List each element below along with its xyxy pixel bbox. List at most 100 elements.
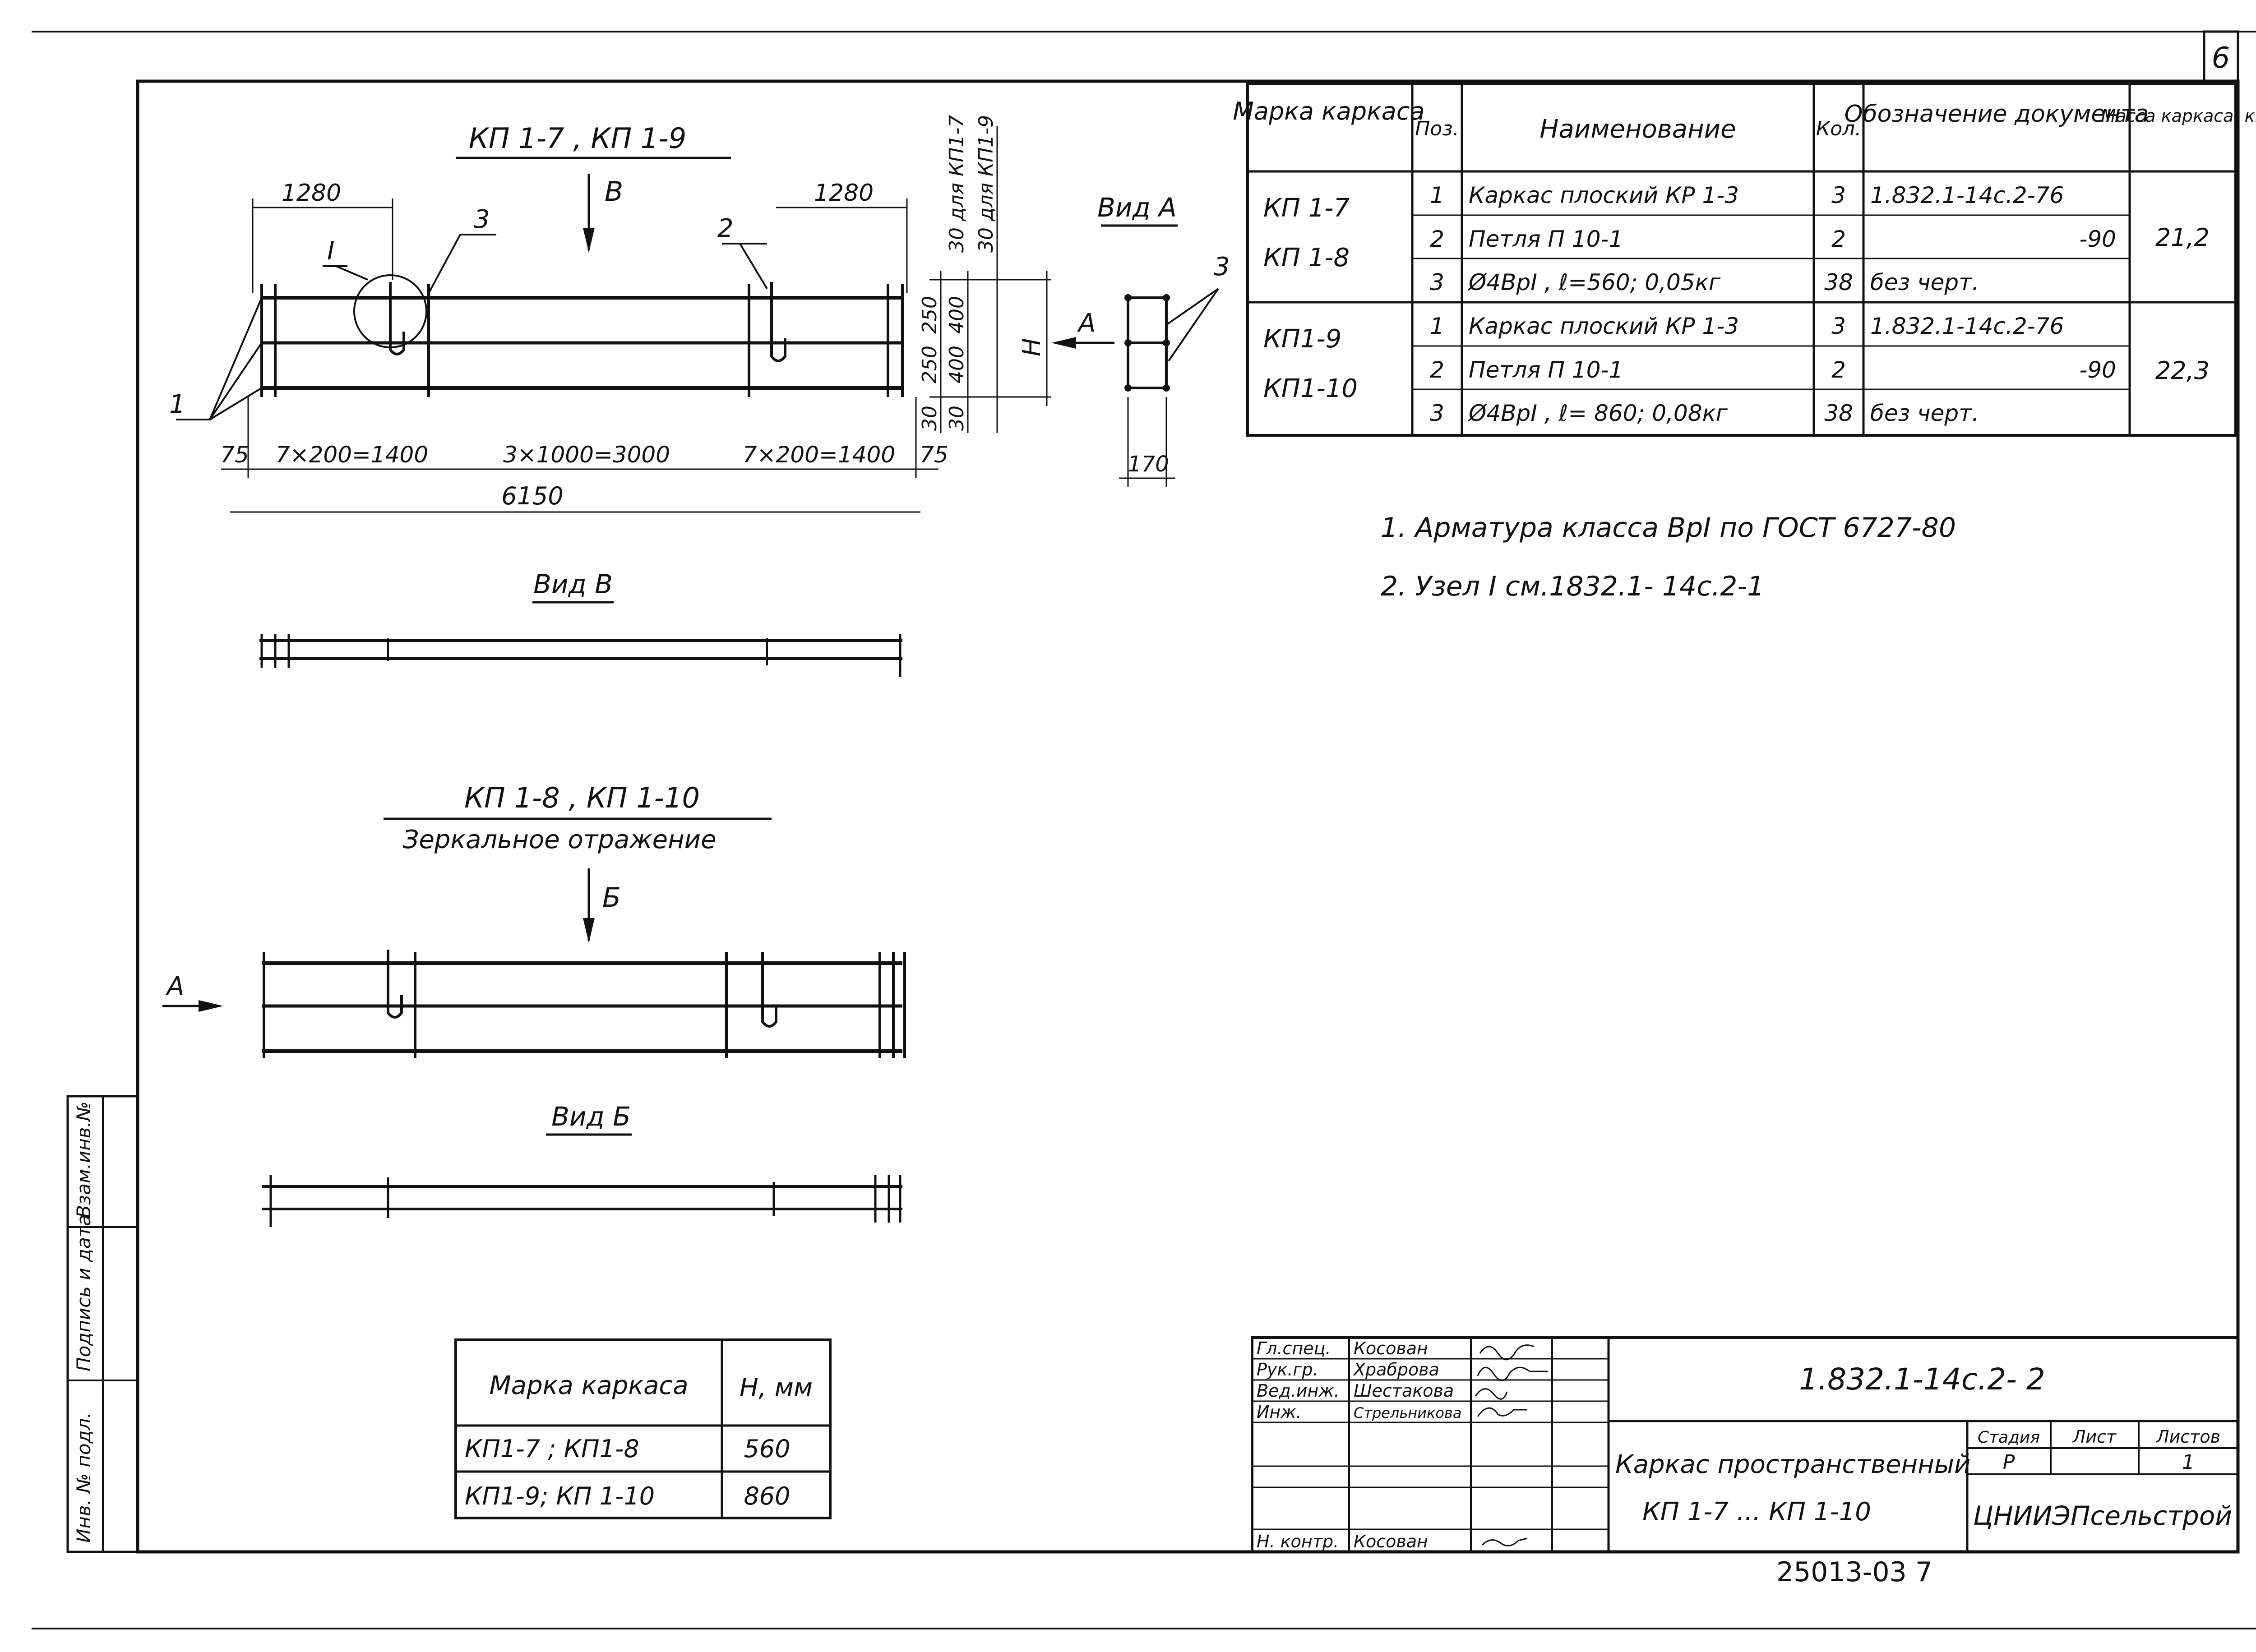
spec-table: Марка каркаса Поз. Наименование Кол. Обо… (1233, 82, 2256, 437)
svg-text:38: 38 (1824, 269, 1853, 295)
vdim-30-kp19: 30 для КП1-9 (975, 115, 998, 253)
spec-g2-r1-name: Каркас плоский КР 1-3 (1469, 313, 1739, 339)
callout-3: 3 (474, 205, 490, 234)
loop-right (770, 282, 786, 362)
view-a-arrow-label: А (1077, 309, 1096, 338)
h-table-r2-mark: КП1-9; КП 1-10 (465, 1482, 655, 1510)
drawing-kp17-kp19: КП 1-7 , КП 1-9 В I 3 2 1 (169, 115, 1051, 513)
spec-header-qty: Кол. (1816, 117, 1861, 140)
dim-75-left: 75 (220, 442, 249, 468)
node-circle-i (353, 274, 427, 348)
tb-name-5: Косован (1354, 1532, 1428, 1551)
spec-g2-r2-name: Петля П 10-1 (1469, 357, 1623, 383)
h-table-header-mark: Марка каркаса (489, 1371, 688, 1400)
title-block: Гл.спец. Рук.гр. Вед.инж. Инж. Н. контр.… (1251, 1336, 2239, 1553)
spec-header-mark: Марка каркаса (1233, 97, 1424, 125)
spec-g1-mark-a: КП 1-7 (1263, 194, 1350, 223)
view-arrow-b (583, 228, 595, 253)
stamp-sign-date: Подпись и дата (73, 1214, 95, 1371)
svg-text:-90: -90 (2079, 357, 2116, 383)
drawing2-subtitle: Зеркальное отражение (402, 825, 716, 854)
spec-g1-r2-name: Петля П 10-1 (1469, 226, 1623, 252)
spec-header-doc: Обозначение документа (1845, 101, 2149, 128)
spec-g1-mass: 21,2 (2155, 223, 2210, 252)
svg-text:1: 1 (1430, 182, 1444, 208)
tb-name-2: Храброва (1353, 1360, 1439, 1380)
tb-name-4: Стрельникова (1354, 1404, 1461, 1421)
sheet-number: 6 (2212, 42, 2230, 75)
loop-left (389, 282, 405, 355)
tb-title-2: КП 1-7 ... КП 1-10 (1642, 1497, 1871, 1527)
svg-text:3: 3 (1430, 400, 1444, 426)
vdim-250-a: 250 (918, 346, 941, 383)
svg-text:1.832.1-14с.2-76: 1.832.1-14с.2-76 (1870, 182, 2064, 208)
view-a-width: 170 (1128, 452, 1169, 477)
vdim-30: 30 (945, 406, 968, 431)
drawing1-title: КП 1-7 , КП 1-9 (469, 122, 686, 155)
svg-text:38: 38 (1824, 400, 1853, 426)
spec-g2-mark-b: КП1-10 (1263, 374, 1358, 403)
svg-text:без черт.: без черт. (1870, 400, 1979, 426)
h-table: Марка каркаса Н, мм КП1-7 ; КП1-8 560 КП… (454, 1338, 832, 1519)
view-arrow-b2-label: Б (602, 882, 621, 914)
svg-text:1: 1 (1430, 313, 1444, 339)
dim-top-left: 1280 (282, 180, 341, 207)
h-table-header-h: Н, мм (740, 1373, 813, 1403)
view-a-label: Вид А (1097, 192, 1177, 223)
dim-75-right: 75 (920, 442, 948, 468)
drawing-frame (136, 79, 2240, 1554)
tb-role-4: Инж. (1257, 1402, 1302, 1422)
spec-header-pos: Поз. (1415, 117, 1459, 140)
vdim-h: Н (1017, 338, 1046, 356)
h-table-r2-h: 860 (744, 1482, 790, 1510)
callout-1: 1 (169, 390, 185, 419)
svg-text:2: 2 (1831, 226, 1846, 252)
vdim-30-bottom: 30 (918, 406, 941, 431)
drawing2-title: КП 1-8 , КП 1-10 (464, 781, 700, 814)
view-b2: Вид Б (262, 1101, 902, 1227)
tb-code: 1.832.1-14с.2- 2 (1799, 1362, 2045, 1397)
side-stamp: Инв. № подл. Подпись и дата Взам.инв.№ (66, 1095, 139, 1553)
spec-g1-r3-name: Ø4ВрI , ℓ=560; 0,05кг (1468, 269, 1721, 295)
dim-3x1000: 3×1000=3000 (503, 442, 670, 468)
view-a-callout: 3 (1214, 252, 1230, 281)
tb-org: ЦНИИЭПсельстрой (1973, 1500, 2232, 1531)
dim-top-right: 1280 (814, 180, 874, 207)
side-arrow-a-label: А (166, 972, 184, 1001)
tb-stage-header: Стадия (1978, 1428, 2040, 1447)
callout-2: 2 (717, 214, 734, 243)
tb-role-3: Вед.инж. (1257, 1381, 1340, 1401)
vdim-400-a: 400 (945, 346, 968, 383)
footer-code: 25013-03 7 (1776, 1556, 1932, 1588)
sheet-number-box (2203, 30, 2239, 83)
tb-sheet-header: Лист (2072, 1427, 2117, 1447)
tb-stage: Р (2003, 1451, 2015, 1474)
drawing-kp18-kp110: КП 1-8 , КП 1-10 Зеркальное отражение Б … (162, 781, 906, 1058)
tb-sheets: 1 (2182, 1451, 2195, 1474)
spec-header-name: Наименование (1539, 115, 1736, 144)
view-b-top: Вид В (259, 569, 902, 677)
svg-text:3: 3 (1831, 313, 1846, 339)
side-arrow-a (199, 1000, 223, 1012)
dim-total: 6150 (501, 482, 563, 510)
view-arrow-b-label: В (605, 176, 623, 208)
svg-text:3: 3 (1430, 269, 1444, 295)
view-a-arrow (1051, 337, 1076, 349)
dim-7x200-left: 7×200=1400 (276, 442, 428, 468)
vdim-30-kp17: 30 для КП1-7 (945, 115, 968, 253)
vdim-400-b: 400 (945, 296, 968, 334)
spec-g2-mass: 22,3 (2155, 356, 2210, 385)
dim-7x200-right: 7×200=1400 (743, 442, 895, 468)
view-b-top-label: Вид В (533, 569, 613, 600)
svg-text:без черт.: без черт. (1870, 269, 1979, 295)
note-2: 2. Узел I см.1832.1- 14с.2-1 (1381, 571, 1764, 602)
tb-role-1: Гл.спец. (1257, 1338, 1331, 1358)
view-arrow-b2 (583, 918, 595, 943)
callout-node-i: I (327, 236, 335, 266)
spec-header-mass: Масса каркаса, кг (2101, 106, 2256, 126)
svg-text:3: 3 (1831, 182, 1846, 208)
spec-g1-mark-b: КП 1-8 (1263, 243, 1350, 272)
svg-text:1.832.1-14с.2-76: 1.832.1-14с.2-76 (1870, 313, 2064, 339)
tb-sheets-header: Листов (2155, 1427, 2220, 1447)
tb-role-2: Рук.гр. (1257, 1360, 1318, 1380)
